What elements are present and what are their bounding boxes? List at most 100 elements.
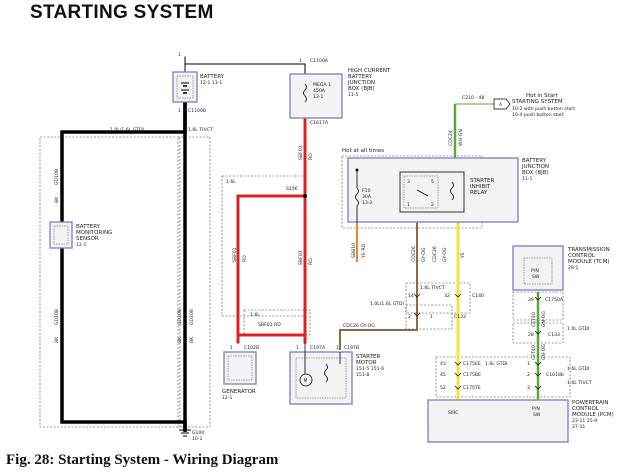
hot-in-start: Hot in Start STARTING SYSTEM 10-2 with p… bbox=[462, 93, 575, 118]
wire-label-cet40-b: CET40 bbox=[531, 345, 537, 360]
battery-pin-top: 1 bbox=[178, 52, 181, 58]
starter-pin2: 1 bbox=[336, 345, 339, 351]
relay-name3: RELAY bbox=[470, 190, 488, 196]
bjb-high-name4: BOX (BJB) bbox=[348, 86, 375, 92]
pcm-box bbox=[427, 399, 569, 443]
bjb-high-name2: BATTERY bbox=[348, 74, 373, 80]
battery-name: BATTERY bbox=[200, 74, 225, 80]
wire-label-cdc26: CDC26 bbox=[411, 246, 417, 262]
connector-marks-c175 bbox=[454, 296, 542, 390]
tcm-box bbox=[512, 245, 564, 291]
generator-name: GENERATOR bbox=[222, 389, 256, 395]
relay-pin-5: 5 bbox=[431, 179, 434, 185]
relay-name2: INHIBIT bbox=[470, 184, 491, 190]
tcm: P/N SW TRANSMISSION CONTROL MODULE (TCM)… bbox=[512, 245, 610, 291]
wires-black bbox=[60, 56, 306, 432]
hot-in-start-title2: STARTING SYSTEM bbox=[512, 99, 563, 105]
wire-label-og-gn: GN-OG bbox=[541, 344, 547, 360]
splice-s156 bbox=[303, 194, 307, 198]
bjb-fuse-rating: 30A bbox=[362, 194, 372, 200]
starter-motor: M STARTER MOTOR 151-5 151-6 151-8 C197A … bbox=[289, 342, 384, 405]
wire-label-ye: YE bbox=[460, 252, 466, 259]
bms-name1: BATTERY bbox=[76, 224, 101, 230]
pin-c140-14: 14 bbox=[408, 293, 414, 299]
harness-c175 bbox=[435, 356, 571, 398]
pcm: SIRC P/N SW POWERTRAIN CONTROL MODULE (P… bbox=[427, 399, 614, 443]
bjb-fuse-name: F10 bbox=[362, 188, 371, 194]
generator-box bbox=[223, 351, 257, 385]
pin-c1018-3: 3 bbox=[527, 385, 530, 391]
variant-16l-gen: 1.6L bbox=[226, 179, 236, 185]
bjb-high-pin: 1 bbox=[299, 58, 302, 64]
wire-label-sbf01-upper: SBF01 bbox=[298, 145, 304, 160]
harness-boxes bbox=[39, 136, 571, 428]
wire-label-sbf01-gen: SBF01 bbox=[232, 247, 238, 262]
ground-name: G100 bbox=[192, 430, 204, 436]
bjb-high-ref: 11-5 bbox=[348, 92, 359, 98]
figure-caption: Fig. 28: Starting System - Wiring Diagra… bbox=[6, 452, 279, 468]
starter-ref2: 151-8 bbox=[356, 372, 369, 378]
wire-label-cdc26-gy-og: CDC26 GY-OG bbox=[343, 323, 375, 329]
tcm-name1: TRANSMISSION bbox=[567, 247, 610, 253]
pcm-sirc: SIRC bbox=[448, 410, 458, 416]
tcm-sw: SW bbox=[532, 274, 540, 280]
hot-in-start-line2: 10-4 push button start bbox=[512, 112, 564, 118]
starter-name2: MOTOR bbox=[356, 360, 377, 366]
wires-green bbox=[453, 104, 540, 400]
conn-c1617a: C1617A bbox=[310, 120, 329, 126]
pin-c140-32: 32 bbox=[444, 293, 450, 299]
variant-16l-s: 1.6L bbox=[250, 312, 260, 318]
variant-tivct-c175: 1.6L TIVCT bbox=[567, 380, 592, 386]
generator-pin: 1 bbox=[230, 345, 233, 351]
wire-label-sbf01-rd: SBF01 RD bbox=[258, 322, 281, 328]
wire-label-cdc24: CDC24 bbox=[448, 130, 454, 146]
wire-label-bk-tivct: BK bbox=[189, 336, 195, 343]
hot-in-start-title1: Hot in Start bbox=[526, 93, 558, 99]
pcm-name1: POWERTRAIN bbox=[572, 400, 608, 406]
relay-pin-2: 2 bbox=[431, 202, 434, 208]
variant-tivct-c140: 1.6L TIVCT bbox=[420, 285, 445, 291]
starter-box bbox=[289, 351, 353, 405]
pcm-ref1: 23-11 25-9 bbox=[572, 418, 597, 424]
pin-c1018-1: 1 bbox=[527, 361, 530, 367]
starter-name1: STARTER bbox=[356, 354, 380, 360]
pcm-ref2: 27-11 bbox=[572, 424, 585, 430]
ground-ref: 10-1 bbox=[192, 436, 203, 442]
conn-c210: C210 - 48 bbox=[462, 95, 484, 101]
generator: GENERATOR 12-1 C102B 1 bbox=[222, 345, 259, 401]
bjb-name3: BOX (BJB) bbox=[522, 170, 549, 176]
battery-monitoring-sensor: BATTERY MONITORING SENSOR 12-1 bbox=[49, 221, 112, 249]
conn-c1750a: C1750A bbox=[545, 297, 564, 303]
pcm-sw: SW bbox=[533, 412, 541, 418]
generator-ref: 12-1 bbox=[222, 395, 233, 401]
wire-label-bk-lower: BK bbox=[54, 336, 60, 343]
wire-label-gd108-lower: GD108 bbox=[54, 309, 60, 325]
pin-c175-43: 43 bbox=[440, 361, 446, 367]
battery-junction-box: Hot at all times F10 30A 13-2 3 5 1 2 ST… bbox=[342, 148, 549, 226]
wire-label-bk-right: BK bbox=[177, 336, 183, 343]
starter-conn2: C197B bbox=[344, 345, 359, 351]
ground-g100: G100 10-1 bbox=[179, 429, 204, 442]
battery-pin-bottom: 1 bbox=[178, 108, 181, 114]
page-title: STARTING SYSTEM bbox=[30, 2, 214, 23]
bjb-high-fuse-name: MEGA 1 bbox=[313, 82, 331, 88]
high-current-bjb: MEGA 1 450A 13-1 HIGH CURRENT BATTERY JU… bbox=[289, 58, 391, 126]
bms-box bbox=[49, 221, 73, 249]
conn-c133: C133 bbox=[454, 314, 466, 320]
conn-c140: C140 bbox=[472, 293, 484, 299]
bjb-name1: BATTERY bbox=[522, 158, 547, 164]
bjb-high-name1: HIGH CURRENT bbox=[348, 68, 391, 74]
relay-pin-3: 3 bbox=[407, 179, 410, 185]
conn-c1100b: C1100B bbox=[188, 108, 206, 114]
wire-label-rd-lower: RD bbox=[308, 258, 314, 265]
pin-c175-52: 52 bbox=[440, 385, 446, 391]
bjb-name2: JUNCTION bbox=[521, 164, 549, 170]
conn-s156: S156 bbox=[286, 186, 298, 192]
variant-gtdi-c140: 1.0L/1.6L GTDI bbox=[370, 301, 404, 307]
variant-gtdi-c1018: 1.6L GTDI bbox=[567, 366, 589, 372]
tcm-name2: CONTROL bbox=[568, 253, 596, 259]
starter-ref1: 151-5 151-6 bbox=[356, 366, 384, 372]
bjb-high-conn: C1100A bbox=[310, 58, 329, 64]
bjb-fuse-ref: 13-2 bbox=[362, 200, 373, 206]
